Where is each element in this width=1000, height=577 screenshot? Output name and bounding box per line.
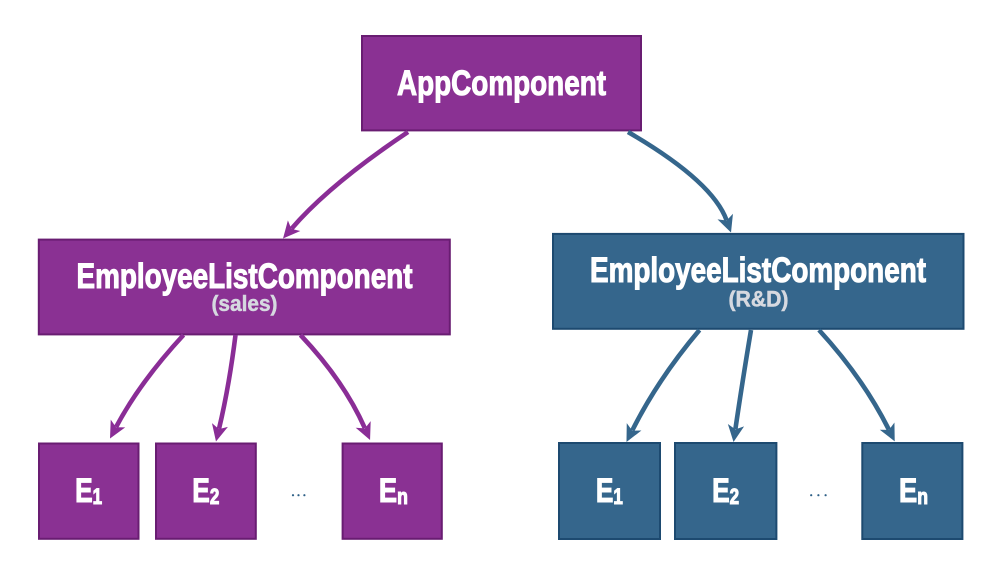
svg-text:(R&D): (R&D) <box>729 287 789 312</box>
svg-text:E1: E1 <box>75 472 102 510</box>
svg-text:AppComponent: AppComponent <box>397 64 606 103</box>
svg-text:EmployeeListComponent: EmployeeListComponent <box>590 251 926 290</box>
svg-text:EmployeeListComponent: EmployeeListComponent <box>77 257 413 296</box>
svg-text:(sales): (sales) <box>212 291 278 316</box>
